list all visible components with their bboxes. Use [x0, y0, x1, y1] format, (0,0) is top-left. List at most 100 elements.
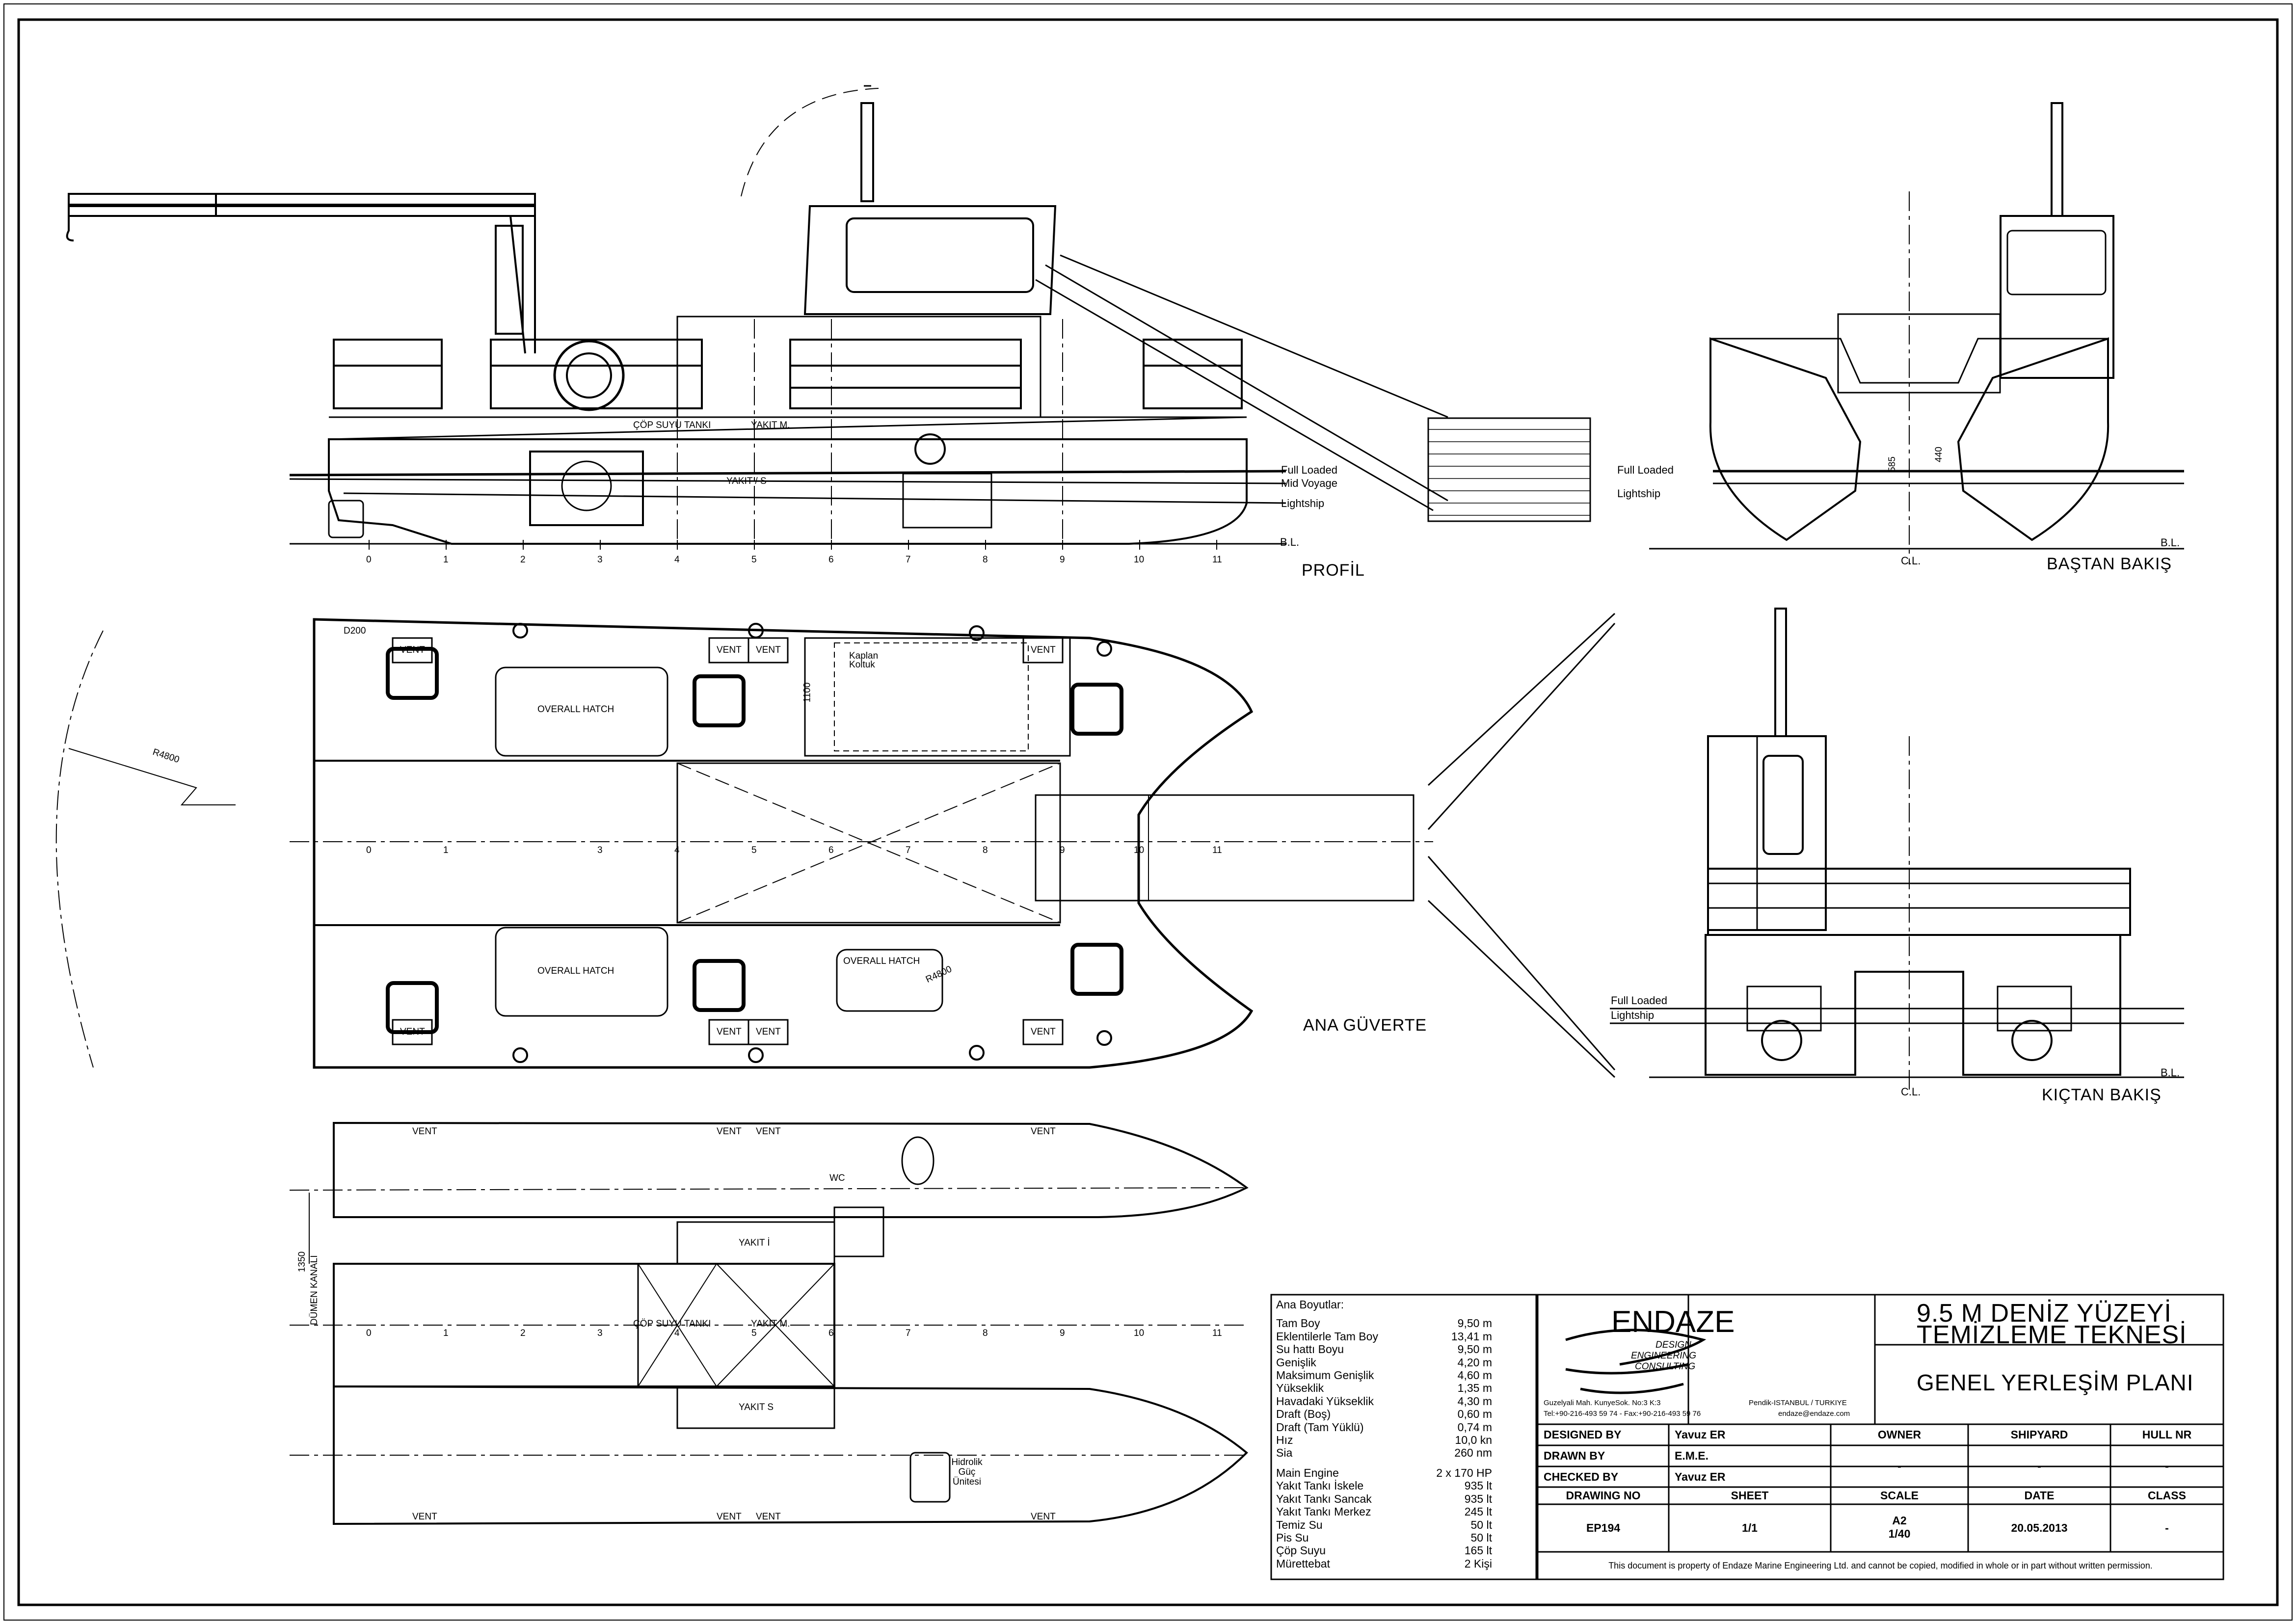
dimension-value: 50 lt — [1470, 1518, 1492, 1531]
dimension-row: Hız 10,0 kn — [1276, 1434, 1492, 1446]
shipyard-value: - — [2037, 1460, 2041, 1472]
scale-label: SCALE — [1880, 1489, 1919, 1502]
vent-label: VENT — [1031, 645, 1056, 655]
dimension-value: 9,50 m — [1457, 1343, 1492, 1356]
bow-dim-440: 440 — [1933, 447, 1944, 462]
dimension-value: 935 lt — [1464, 1479, 1492, 1492]
lower-yakit-s: YAKIT S — [739, 1402, 774, 1412]
checked-by-label: CHECKED BY — [1544, 1470, 1619, 1483]
dimension-value: 165 lt — [1464, 1544, 1492, 1557]
dimension-label: Temiz Su — [1276, 1518, 1323, 1531]
company-tagline-2: ENGINEERING — [1631, 1351, 1697, 1361]
class-label: CLASS — [2148, 1489, 2186, 1502]
frame-label: 4 — [674, 845, 680, 855]
owner-label: OWNER — [1877, 1428, 1922, 1441]
company-phone: Tel:+90-216-493 59 74 - Fax:+90-216-493 … — [1544, 1410, 1701, 1418]
vent-label: VENT — [1031, 1027, 1056, 1037]
bow-view — [1649, 102, 2184, 564]
dimension-value: 10,0 kn — [1455, 1434, 1492, 1447]
vent-label: VENT — [756, 1512, 781, 1522]
lower-deck-plan — [289, 1121, 1249, 1525]
frame-label: 6 — [828, 1328, 834, 1338]
profile-yakit-m: YAKIT M. — [751, 420, 790, 430]
frame-label: 7 — [906, 1328, 911, 1338]
dimensions-box — [1270, 1294, 1537, 1580]
profile-full-loaded-label: Full Loaded — [1281, 464, 1337, 476]
hidrolik-label: Hidrolik Güç Ünitesi — [951, 1457, 983, 1487]
dimension-row: Temiz Su 50 lt — [1276, 1518, 1492, 1531]
company-name: ENDAZE — [1611, 1305, 1735, 1339]
frame-label: 11 — [1212, 845, 1222, 855]
company-address-2: Pendik-ISTANBUL / TURKIYE — [1749, 1399, 1847, 1407]
dimension-label: Mürettebat — [1276, 1557, 1330, 1570]
drawing-no-label: DRAWING NO — [1566, 1489, 1641, 1502]
duman-kanali-label: DÜMEN KANALI — [309, 1255, 320, 1325]
profile-lightship-label: Lightship — [1281, 497, 1325, 509]
company-tagline-1: DESIGN — [1655, 1340, 1691, 1350]
vent-label: VENT — [1031, 1512, 1056, 1522]
vent-label: VENT — [717, 1512, 742, 1522]
frame-label: 6 — [828, 555, 834, 565]
frame-label: 10 — [1134, 845, 1145, 855]
vent-label: VENT — [756, 1027, 781, 1037]
kaplan-koltuk-label: Kaplan Koltuk — [849, 651, 879, 670]
dimension-label: Maksimum Genişlik — [1276, 1369, 1374, 1382]
designed-by-label: DESIGNED BY — [1544, 1428, 1622, 1441]
frame-label: 11 — [1212, 555, 1222, 565]
dimension-label: Yükseklik — [1276, 1382, 1324, 1395]
frame-label: 5 — [751, 1328, 757, 1338]
frame-label: 8 — [983, 555, 988, 565]
company-email: endaze@endaze.com — [1778, 1410, 1850, 1418]
frame-label: 5 — [751, 555, 757, 565]
hull-nr-value: - — [2165, 1460, 2169, 1472]
dimension-value: 4,30 m — [1457, 1394, 1492, 1408]
lower-yakit-i: YAKIT İ — [739, 1238, 770, 1248]
dimension-row: Main Engine 2 x 170 HP — [1276, 1466, 1492, 1479]
profile-mid-voyage-label: Mid Voyage — [1281, 477, 1337, 489]
frame-label: 8 — [983, 845, 988, 855]
frame-label: 7 — [906, 845, 911, 855]
drawing-title: GENEL YERLEŞİM PLANI — [1917, 1370, 2194, 1395]
dimension-value: 4,60 m — [1457, 1369, 1492, 1382]
dimension-row: Maksimum Genişlik 4,60 m — [1276, 1369, 1492, 1382]
dimension-label: Eklentilerle Tam Boy — [1276, 1330, 1378, 1343]
frame-label: 9 — [1060, 555, 1065, 565]
designed-by-value: Yavuz ER — [1675, 1428, 1726, 1441]
scale-value-1: A2 — [1892, 1514, 1907, 1527]
frame-label: 10 — [1134, 1328, 1145, 1338]
endaze-logo-boat — [1565, 1329, 1707, 1394]
stern-view-title: KIÇTAN BAKIŞ — [2042, 1086, 2162, 1104]
dimension-value: 260 nm — [1454, 1446, 1492, 1460]
dimension-label: Hız — [1276, 1434, 1293, 1447]
frame-label: 2 — [520, 1328, 526, 1338]
project-title-1: 9.5 M DENİZ YÜZEYİ — [1917, 1299, 2172, 1328]
overall-hatch-label: OVERALL HATCH — [537, 966, 614, 976]
frame-label: 3 — [597, 845, 603, 855]
dimension-value: 245 lt — [1464, 1505, 1492, 1518]
date-label: DATE — [2024, 1489, 2055, 1502]
scale-value-2: 1/40 — [1888, 1527, 1911, 1540]
checked-by-value: Yavuz ER — [1675, 1470, 1726, 1483]
stern-lightship-label: Lightship — [1611, 1009, 1655, 1021]
company-tagline-3: CONSULTING — [1635, 1361, 1696, 1372]
vent-label: VENT — [717, 645, 742, 655]
bow-cl-label: C.L. — [1901, 555, 1921, 567]
drawn-by-value: E.M.E. — [1675, 1449, 1709, 1462]
frame-label: 1 — [443, 555, 449, 565]
dimension-label: Main Engine — [1276, 1466, 1339, 1479]
hull-nr-label: HULL NR — [2142, 1428, 2192, 1441]
dimension-value: 2 x 170 HP — [1436, 1466, 1492, 1479]
lower-yakit-m: YAKIT M. — [751, 1319, 790, 1329]
dimension-label: Draft (Boş) — [1276, 1408, 1331, 1421]
dimension-value: 50 lt — [1470, 1531, 1492, 1544]
lower-port-hull — [333, 1121, 1249, 1218]
profile-title: PROFİL — [1302, 561, 1365, 580]
bow-view-title: BAŞTAN BAKIŞ — [2047, 555, 2172, 573]
